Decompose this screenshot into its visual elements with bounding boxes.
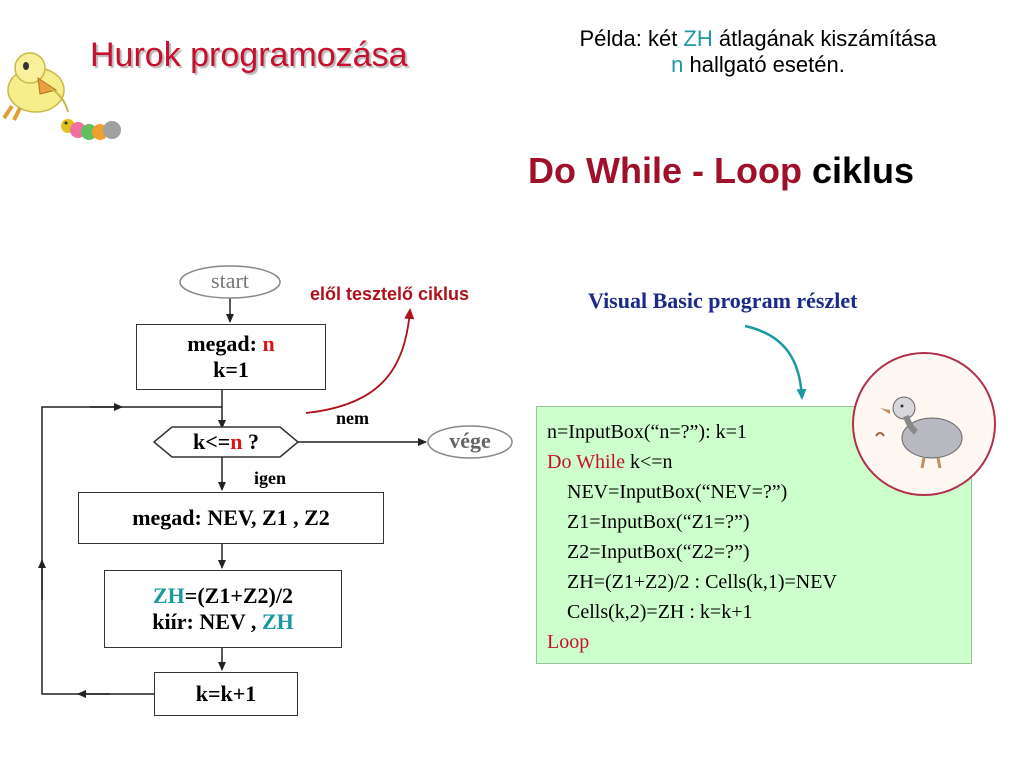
increment-box: k=k+1 bbox=[154, 672, 298, 716]
code-do-while: Do While bbox=[547, 451, 625, 473]
yes-label: igen bbox=[254, 468, 287, 488]
vb-note: Visual Basic program részlet bbox=[588, 288, 858, 313]
condition-text: k<=n ? bbox=[154, 429, 298, 455]
code-line-7: Cells(k,2)=ZH : k=k+1 bbox=[567, 601, 753, 623]
condition-hexagon bbox=[152, 426, 300, 458]
code-line-2: Do While k<=n bbox=[547, 447, 961, 477]
input-n-var: n bbox=[262, 331, 275, 356]
code-line-1: n=InputBox(“n=?”): k=1 bbox=[547, 421, 747, 443]
loop-title-a: Do While - Loop bbox=[528, 150, 812, 191]
end-terminal bbox=[427, 425, 513, 459]
start-terminal bbox=[179, 265, 281, 299]
end-label: vége bbox=[449, 428, 491, 453]
input-n-label: megad: bbox=[187, 331, 263, 356]
example-n: n bbox=[671, 52, 684, 77]
code-line-4: Z1=InputBox(“Z1=?”) bbox=[567, 511, 750, 533]
calc-expr: =(Z1+Z2)/2 bbox=[184, 583, 293, 608]
calc-zh: ZH bbox=[153, 583, 185, 608]
input-n-box: megad: n k=1 bbox=[136, 324, 326, 390]
example-text-b: átlagának kiszámítása bbox=[712, 26, 937, 51]
example-text-c: hallgató esetén. bbox=[683, 52, 845, 77]
calc-box: ZH=(Z1+Z2)/2 kiír: NEV , ZH bbox=[104, 570, 342, 648]
print-zh: ZH bbox=[261, 609, 294, 634]
code-do-cond: k<=n bbox=[624, 451, 673, 473]
duck-medallion-icon bbox=[852, 352, 996, 496]
duck-clipart-icon bbox=[2, 52, 69, 121]
condition-b: ? bbox=[242, 429, 260, 454]
pretest-arrow bbox=[305, 308, 415, 414]
example-zh: ZH bbox=[683, 26, 713, 51]
example-text-a: Példa: két bbox=[579, 26, 684, 51]
code-line-5: Z2=InputBox(“Z2=?”) bbox=[567, 541, 750, 563]
code-loop: Loop bbox=[547, 631, 590, 653]
input2-box: megad: NEV, Z1 , Z2 bbox=[78, 492, 384, 544]
caterpillar-clipart-icon bbox=[61, 119, 121, 140]
start-label: start bbox=[211, 268, 249, 293]
condition-a: k<= bbox=[192, 429, 231, 454]
page-title: Hurok programozása bbox=[90, 36, 408, 74]
example-description: Példa: két ZH átlagának kiszámítása n ha… bbox=[508, 26, 1008, 78]
code-line-6: ZH=(Z1+Z2)/2 : Cells(k,1)=NEV bbox=[567, 571, 837, 593]
condition-var: n bbox=[230, 429, 243, 454]
code-line-3: NEV=InputBox(“NEV=?”) bbox=[567, 481, 788, 503]
loop-title: Do While - Loop ciklus bbox=[528, 150, 914, 192]
pretest-annotation: elől tesztelő ciklus bbox=[310, 284, 470, 304]
loop-title-b: ciklus bbox=[811, 150, 915, 191]
no-label: nem bbox=[336, 408, 369, 428]
input-k-init: k=1 bbox=[213, 357, 249, 382]
print-label: kiír: NEV , bbox=[152, 609, 262, 634]
vb-note-arrow bbox=[744, 324, 807, 400]
